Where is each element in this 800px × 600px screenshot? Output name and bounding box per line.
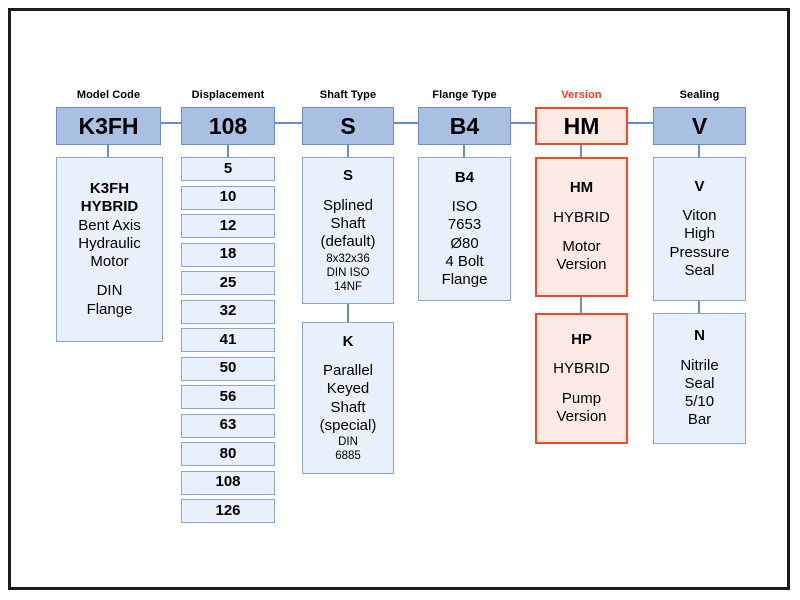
- column-header-model-code: Model Code: [76, 89, 141, 101]
- option-line-5: Flange: [86, 300, 133, 318]
- selected-value-version[interactable]: HM: [535, 107, 628, 145]
- option-line-4: (special): [319, 416, 377, 434]
- option-box-sealing-n[interactable]: N Nitrile Seal 5/10 Bar: [653, 313, 746, 444]
- displacement-option[interactable]: 32: [181, 299, 275, 324]
- option-fine-1: 8x32x36: [326, 252, 370, 265]
- displacement-option[interactable]: 56: [181, 385, 275, 409]
- column-header-flange-type: Flange Type: [432, 89, 497, 101]
- option-code-k: K: [342, 332, 354, 350]
- option-line-2: Hydraulic: [78, 234, 141, 252]
- option-line-3: Pressure: [669, 243, 730, 261]
- option-line-4: Seal: [684, 261, 715, 279]
- column-header-version: Version: [561, 89, 602, 101]
- option-code-s: S: [342, 167, 353, 185]
- option-code-hp: HP: [571, 330, 592, 348]
- option-line-3: Version: [556, 407, 607, 425]
- connector-version-hm-to-hp: [580, 297, 582, 313]
- option-code-k3fh: K3FH: [89, 179, 130, 197]
- option-code-hm: HM: [569, 179, 594, 197]
- option-fine-2: DIN ISO: [326, 266, 370, 279]
- option-line-2: Keyed: [326, 380, 370, 398]
- option-box-shaft-s[interactable]: S Splined Shaft (default) 8x32x36 DIN IS…: [302, 157, 394, 304]
- column-header-shaft-type: Shaft Type: [319, 89, 377, 101]
- option-line-2: Motor: [562, 238, 601, 255]
- option-line-2: 7653: [447, 216, 482, 234]
- selected-value-flange-type[interactable]: B4: [418, 107, 511, 145]
- model-code-diagram: Model Code K3FH K3FH HYBRID Bent Axis Hy…: [11, 11, 787, 587]
- option-line-4: DIN: [96, 282, 123, 300]
- option-line-3: Shaft: [330, 398, 366, 416]
- option-line-1: Splined: [322, 196, 374, 214]
- option-line-3: Version: [556, 256, 607, 274]
- option-box-version-hp[interactable]: HP HYBRID Pump Version: [535, 313, 628, 444]
- option-code-v: V: [694, 177, 705, 195]
- option-line-2: Seal: [684, 374, 715, 392]
- option-line-3: (default): [320, 233, 376, 251]
- option-box-sealing-v[interactable]: V Viton High Pressure Seal: [653, 157, 746, 301]
- option-box-shaft-k[interactable]: K Parallel Keyed Shaft (special) DIN 688…: [302, 322, 394, 474]
- option-box-k3fh[interactable]: K3FH HYBRID Bent Axis Hydraulic Motor DI…: [56, 157, 163, 342]
- connector-version-sealing: [628, 122, 653, 124]
- option-line-3: Motor: [90, 253, 129, 271]
- option-line-1: HYBRID: [553, 360, 610, 378]
- option-line-1: Parallel: [322, 362, 374, 380]
- option-line-4: 4 Bolt: [445, 252, 484, 270]
- displacement-option[interactable]: 80: [181, 442, 275, 466]
- option-box-flange-b4[interactable]: B4 ISO 7653 Ø80 4 Bolt Flange: [418, 157, 511, 301]
- connector-flange-drop: [463, 145, 465, 157]
- displacement-option[interactable]: 63: [181, 413, 275, 438]
- option-line-1: HYBRID: [553, 208, 610, 226]
- connector-sealing-v-to-n: [698, 301, 700, 313]
- option-code2-k3fh: HYBRID: [80, 198, 139, 216]
- selected-value-sealing[interactable]: V: [653, 107, 746, 145]
- diagram-canvas: Model Code K3FH K3FH HYBRID Bent Axis Hy…: [8, 8, 790, 590]
- option-line-1: ISO: [451, 197, 478, 215]
- option-fine-1: DIN: [338, 436, 358, 449]
- option-box-version-hm[interactable]: HM HYBRID Motor Version: [535, 157, 628, 297]
- connector-version-drop: [580, 145, 582, 157]
- column-header-displacement: Displacement: [191, 89, 265, 101]
- option-line-4: Bar: [687, 411, 712, 429]
- displacement-option[interactable]: 41: [181, 328, 275, 352]
- option-code-b4: B4: [454, 168, 475, 186]
- option-line-5: Flange: [441, 271, 488, 289]
- displacement-option[interactable]: 108: [181, 470, 275, 495]
- option-fine-2: 6885: [335, 450, 361, 463]
- connector-displacement-shaft: [275, 122, 302, 124]
- displacement-option[interactable]: 18: [181, 242, 275, 267]
- option-fine-3: 14NF: [333, 280, 363, 293]
- connector-shaft-flange: [394, 122, 418, 124]
- connector-shaft-s-to-k: [347, 304, 349, 322]
- option-line-2: Pump: [561, 389, 602, 407]
- connector-shaft-drop: [347, 145, 349, 157]
- option-line-3: Ø80: [450, 234, 479, 252]
- displacement-option[interactable]: 25: [181, 271, 275, 295]
- displacement-option[interactable]: 12: [181, 214, 275, 238]
- selected-value-model-code[interactable]: K3FH: [56, 107, 161, 145]
- displacement-option[interactable]: 5: [181, 157, 275, 181]
- selected-value-displacement[interactable]: 108: [181, 107, 275, 145]
- connector-flange-version: [511, 122, 535, 124]
- displacement-option[interactable]: 10: [181, 185, 275, 210]
- option-line-1: Nitrile: [680, 356, 719, 374]
- option-line-3: 5/10: [684, 393, 715, 411]
- displacement-option[interactable]: 126: [181, 499, 275, 523]
- displacement-option[interactable]: 50: [181, 356, 275, 381]
- option-line-1: Bent Axis: [78, 216, 141, 234]
- connector-modelcode-displacement: [158, 122, 182, 124]
- option-line-2: Shaft: [330, 214, 366, 232]
- option-line-2: High: [684, 225, 715, 243]
- selected-value-shaft-type[interactable]: S: [302, 107, 394, 145]
- column-header-sealing: Sealing: [679, 89, 720, 101]
- connector-sealing-drop: [698, 145, 700, 157]
- option-code-n: N: [694, 327, 705, 345]
- connector-model-code-drop: [107, 145, 109, 157]
- connector-displacement-drop: [227, 145, 229, 157]
- option-line-1: Viton: [682, 207, 717, 225]
